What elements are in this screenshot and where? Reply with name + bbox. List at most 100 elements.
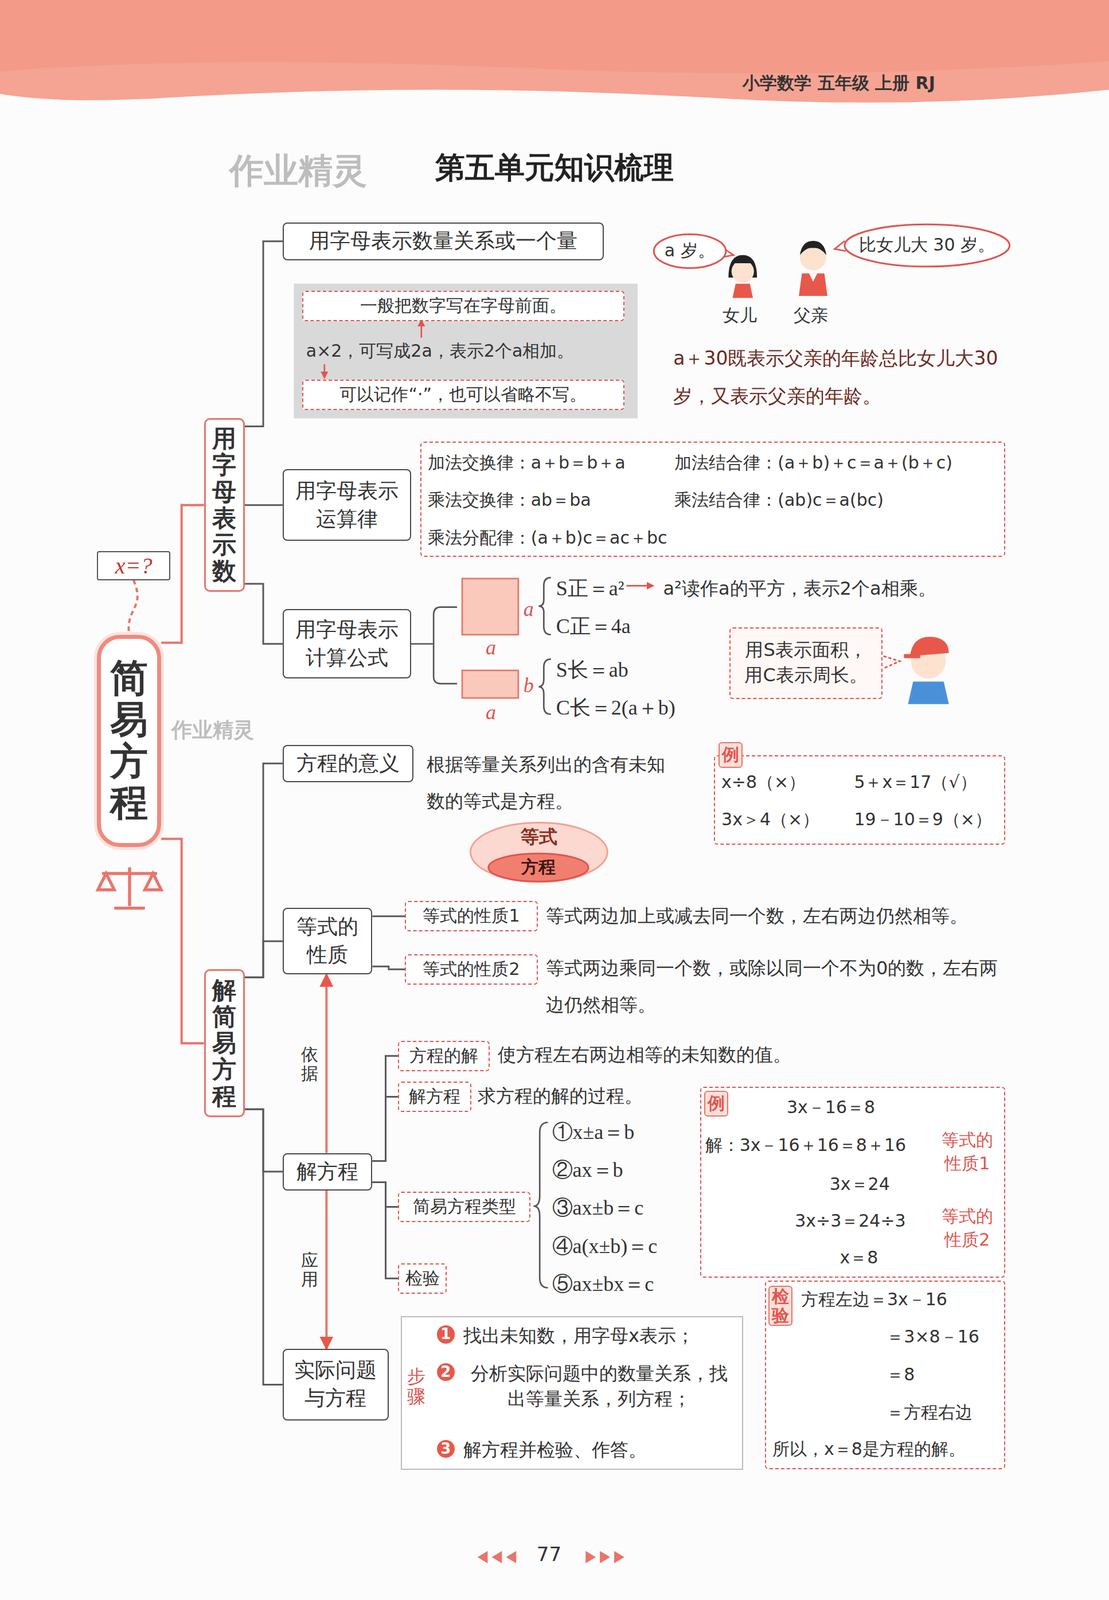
bracket (411, 607, 458, 684)
node-text: 方程 (521, 855, 556, 880)
text-label: 使方程左右两边相等的未知数的值。 (497, 1042, 792, 1068)
node-text: ＝方程右边 (886, 1400, 973, 1425)
branch-node: 解简易方程 (204, 969, 245, 1118)
text-label: 作业精灵 (171, 716, 255, 745)
topic-box: 用字母表示计算公式 (282, 608, 412, 679)
node-text: x=? (115, 552, 153, 580)
text-label: S正＝a² (556, 574, 625, 603)
connector (128, 580, 138, 635)
page-title: 第五单元知识梳理 (0, 147, 1109, 189)
text-label: ④a(x±b)＝c (552, 1232, 658, 1261)
node-text: 等式的性质2 (939, 1204, 995, 1252)
node-text: 检验 (768, 1285, 793, 1326)
topic-box: 方程的意义 (282, 744, 414, 783)
boy-figure (910, 636, 950, 656)
tip-box: 用S表示面积，用C表示周长。 (729, 627, 883, 700)
text-label: 作业精灵 (229, 147, 367, 195)
ellipse-outline (844, 224, 1010, 267)
father-figure (809, 273, 818, 282)
node-text: 1 (436, 1325, 455, 1343)
node-text: 解简易方程 (212, 977, 237, 1110)
node-text: 方程的意义 (296, 749, 400, 778)
balance-icon (102, 871, 158, 875)
connector (244, 241, 283, 427)
text-label: a²读作a的平方，表示2个a相乘。 (662, 576, 936, 602)
girl-figure (732, 283, 753, 299)
text-label: 小学数学 五年级 上册 RJ (742, 71, 936, 96)
node-text: 等式的性质1 (422, 904, 520, 928)
balance-icon (98, 867, 162, 908)
node-text: 用S表示面积，用C表示周长。 (743, 637, 869, 689)
connector (161, 838, 205, 1044)
shape-figure (462, 578, 519, 635)
topic-box: 解方程 (282, 1153, 373, 1191)
node-text: 检验 (405, 1266, 440, 1291)
text-label: ③ax±b＝c (552, 1193, 644, 1222)
father-figure (798, 240, 828, 296)
balance-icon (114, 906, 145, 910)
node-text: 分析实际问题中的数量关系，找出等量关系，列方程； (463, 1361, 736, 1412)
edge-label: 应用 (301, 1250, 319, 1289)
boy-figure (907, 681, 949, 705)
connector (244, 583, 283, 644)
term-box: 解方程 (397, 1081, 472, 1112)
text-label: 根据等量关系列出的含有未知数的等式是方程。 (426, 746, 672, 820)
property-box: 等式的性质1 (404, 900, 538, 932)
connector (244, 940, 283, 978)
term-box: 检验 (397, 1263, 447, 1294)
grey-panel (293, 283, 638, 419)
text-label: 求方程的解的过程。 (477, 1083, 643, 1109)
text-label: a (523, 596, 534, 622)
bubble-tail (883, 655, 900, 669)
node-text: 等式的性质2 (422, 957, 520, 982)
law-box: 加法交换律：a＋b＝b＋a加法结合律：(a＋b)＋c＝a＋(b＋c)乘法交换律：… (420, 441, 1005, 557)
text-label: a (485, 700, 497, 725)
node-text: 用字母表示计算公式 (295, 615, 399, 673)
node-text: 步骤 (407, 1366, 426, 1407)
ellipse-outline (653, 233, 726, 268)
node-text: x÷8（×） (721, 770, 806, 795)
node-text: 用字母表示数 (212, 425, 237, 585)
read-arrow (626, 584, 653, 587)
connector (372, 1055, 398, 1161)
text-label: 女儿 (722, 303, 757, 328)
connector (325, 1190, 328, 1350)
note-box: 一般把数字写在字母前面。 (302, 290, 625, 322)
node-text: 19－10＝9（×） (853, 807, 993, 832)
text-label: 等式两边乘同一个数，或除以同一个不为0的数，左右两边仍然相等。 (545, 949, 1011, 1023)
node-text: ＝8 (886, 1363, 915, 1387)
node-text: 解方程 (408, 1084, 461, 1109)
text-label: 等式两边加上或减去同一个数，左右两边仍然相等。 (545, 903, 968, 929)
node-text: 解方程 (296, 1157, 359, 1186)
node-text: 例 (704, 1090, 729, 1117)
bracket (411, 577, 552, 1288)
girl-figure (731, 258, 755, 264)
node-text: 5＋x＝17（√） (853, 770, 977, 795)
boy-figure (903, 636, 949, 704)
connector (244, 504, 283, 506)
father-figure (798, 273, 828, 296)
boy-figure (903, 654, 920, 659)
node-text: 可以记作“·”，也可以省略不写。 (339, 383, 587, 407)
node-text: 方程左边＝3x－16 (801, 1287, 948, 1312)
node-text: a 岁。 (664, 239, 716, 263)
ellipse-outline (470, 822, 608, 882)
node-text: 所以，x＝8是方程的解。 (772, 1437, 966, 1462)
shape-figure (462, 670, 519, 698)
text-label: S长＝ab (556, 655, 629, 685)
speech-bubble: 比女儿大 30 岁。 (842, 222, 1012, 269)
node-text: 解方程并检验、作答。 (463, 1437, 647, 1463)
node-text: 加法交换律：a＋b＝b＋a (427, 451, 626, 475)
text-label: ⑤ax±bx＝c (552, 1270, 655, 1299)
node-text: 用字母表示运算律 (295, 477, 399, 534)
text-label: C长＝2(a＋b) (556, 693, 676, 722)
node-text: 乘法结合律：(ab)c＝a(bc) (674, 488, 884, 513)
example-box: 例x÷8（×）5＋x＝17（√）3x＞4（×）19－10＝9（×） (713, 755, 1005, 846)
venn-ellipse: 等式方程 (469, 819, 609, 885)
topic-box: 等式的性质 (282, 907, 373, 975)
connector (244, 1109, 283, 1385)
root-node: 简易方程 (96, 634, 162, 847)
branch-node: 用字母表示数 (204, 418, 245, 592)
bracket (538, 577, 551, 635)
